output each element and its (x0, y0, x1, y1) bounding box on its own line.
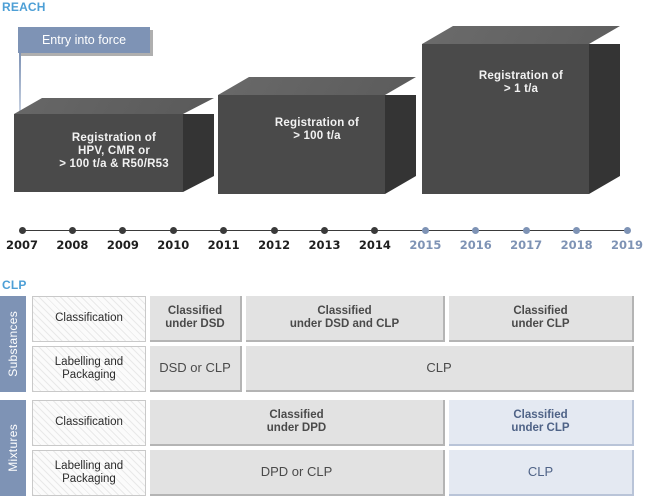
clp-table-cell: Classified under CLP (449, 400, 634, 446)
timeline-dot-icon (119, 227, 127, 234)
clp-row-header: Labelling and Packaging (32, 346, 146, 392)
timeline-year-label: 2008 (56, 238, 89, 252)
timeline-year-label: 2019 (610, 238, 643, 252)
timeline-dot-icon (623, 227, 631, 234)
timeline-tick-2010: 2010 (151, 224, 195, 252)
timeline-tick-2011: 2011 (202, 224, 246, 252)
timeline-tick-2009: 2009 (101, 224, 145, 252)
box-top-face (14, 98, 214, 114)
clp-group-header-label: Mixtures (6, 424, 20, 472)
clp-group-header: Substances (0, 296, 26, 392)
timeline-year-label: 2016 (459, 238, 492, 252)
clp-row-header: Classification (32, 296, 146, 342)
timeline-dot-icon (421, 227, 429, 234)
callout-connector-line (19, 53, 21, 111)
entry-into-force-label: Entry into force (41, 32, 127, 47)
clp-table-cell: DPD or CLP (150, 450, 445, 496)
reach-timeline-diagram: Entry into force Registration of HPV, CM… (0, 14, 648, 214)
timeline-year-label: 2014 (358, 238, 391, 252)
clp-row-header: Classification (32, 400, 146, 446)
timeline-dot-icon (472, 227, 480, 234)
box-side-face (385, 95, 416, 194)
clp-table-cell: Classified under CLP (449, 296, 634, 342)
clp-group-header-label: Substances (6, 311, 20, 377)
timeline-tick-2015: 2015 (403, 224, 447, 252)
clp-table-cell: Classified under DPD (150, 400, 445, 446)
box-top-face (218, 77, 416, 95)
box-side-face (589, 44, 620, 194)
timeline-tick-2017: 2017 (504, 224, 548, 252)
timeline-year-label: 2011 (207, 238, 240, 252)
timeline-tick-2012: 2012 (252, 224, 296, 252)
timeline-year-label: 2012 (258, 238, 291, 252)
reach-section-label: REACH (2, 0, 46, 14)
year-timeline: 2007 2008 2009 2010 2011 2012 2013 2014 2015 2016… (0, 224, 648, 264)
timeline-dot-icon (321, 227, 328, 234)
reach-box-phase-3: Registration of > 1 t/a (422, 26, 620, 210)
timeline-tick-2018: 2018 (555, 224, 599, 252)
clp-row-header: Labelling and Packaging (32, 450, 146, 496)
timeline-year-label: 2015 (409, 238, 442, 252)
timeline-dot-icon (169, 227, 177, 234)
timeline-dot-icon (68, 227, 76, 234)
timeline-year-label: 2007 (5, 238, 38, 252)
timeline-dot-icon (573, 227, 581, 234)
reach-box-phase-2: Registration of > 100 t/a (218, 77, 416, 209)
box-top-face (422, 26, 620, 44)
timeline-year-label: 2013 (308, 238, 341, 252)
timeline-dot-icon (270, 227, 278, 234)
box-front-face (14, 114, 183, 192)
clp-table-cell: CLP (246, 346, 634, 392)
clp-table-cell: DSD or CLP (150, 346, 242, 392)
timeline-year-label: 2010 (157, 238, 190, 252)
timeline-tick-2019: 2019 (605, 224, 648, 252)
timeline-year-label: 2009 (106, 238, 139, 252)
box-front-face (422, 44, 589, 194)
box-front-face (218, 95, 385, 194)
timeline-dot-icon (522, 227, 530, 234)
clp-section-label: CLP (2, 278, 27, 292)
timeline-tick-2008: 2008 (50, 224, 94, 252)
clp-group-header: Mixtures (0, 400, 26, 496)
timeline-tick-2014: 2014 (353, 224, 397, 252)
box-side-face (183, 114, 214, 192)
timeline-dot-icon (371, 227, 379, 234)
reach-box-phase-1: Registration of HPV, CMR or > 100 t/a & … (14, 98, 214, 208)
timeline-tick-2007: 2007 (0, 224, 44, 252)
clp-table-cell: Classified under DSD (150, 296, 242, 342)
timeline-year-label: 2017 (510, 238, 543, 252)
timeline-dot-icon (18, 227, 26, 234)
timeline-dot-icon (220, 227, 228, 234)
entry-into-force-callout: Entry into force (18, 27, 150, 53)
clp-table-cell: Classified under DSD and CLP (246, 296, 445, 342)
timeline-tick-2013: 2013 (303, 224, 347, 252)
timeline-tick-2016: 2016 (454, 224, 498, 252)
timeline-year-label: 2018 (560, 238, 593, 252)
clp-table-cell: CLP (449, 450, 634, 496)
